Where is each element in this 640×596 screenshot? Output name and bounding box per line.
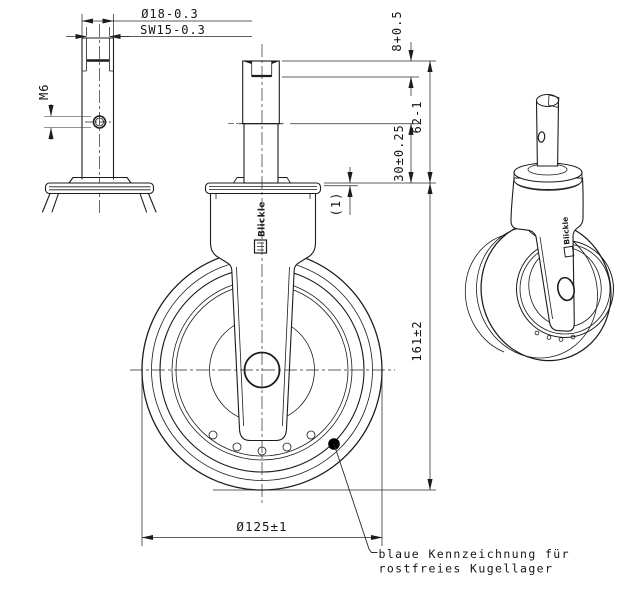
dim-fit-depth: 30±0.25 [392,124,406,182]
stem-front [242,60,280,125]
dim-wheel-diameter: Ø125±1 [236,519,287,534]
fork-perspective [510,177,584,332]
dim-ref-gap: (1) [329,192,343,217]
dim-stem-length: 62-1 [410,101,424,134]
dim-wrench-flat: SW15-0.3 [140,23,206,37]
dimensions: 8+0.5 62-1 30±0.25 (1) 161±2 Ø125±1 blau… [141,10,570,576]
swivel-plate-front [204,182,322,195]
hub-perspective [557,276,575,302]
front-view: Blickle [130,44,395,506]
fork-front [209,192,317,442]
brand-logo-front: Blickle [253,201,268,254]
note-leader-line [333,443,378,553]
brand-label-front: Blickle [258,201,268,237]
brand-label-perspective: Blickle [561,216,572,245]
wheel-bolt-holes [208,430,316,456]
dim-stem-diameter: Ø18-0.3 [141,7,199,21]
brand-logo-perspective: Blickle [561,216,575,258]
note-line1: blaue Kennzeichnung für [379,547,570,561]
stem-detail-view: M6 Ø18-0.3 SW15-0.3 [37,7,252,213]
stem-perspective [535,94,560,167]
wheel-bolt-holes-perspective [534,330,576,342]
dim-thread: M6 [37,84,51,100]
swivel-plate-side [44,182,155,195]
dim-overall-height: 161±2 [410,320,424,361]
dim-slot-depth: 8+0.5 [390,10,404,51]
note-line2: rostfreies Kugellager [379,562,554,576]
perspective-view: Blickle [464,94,614,362]
stem-hole-perspective [537,131,546,143]
